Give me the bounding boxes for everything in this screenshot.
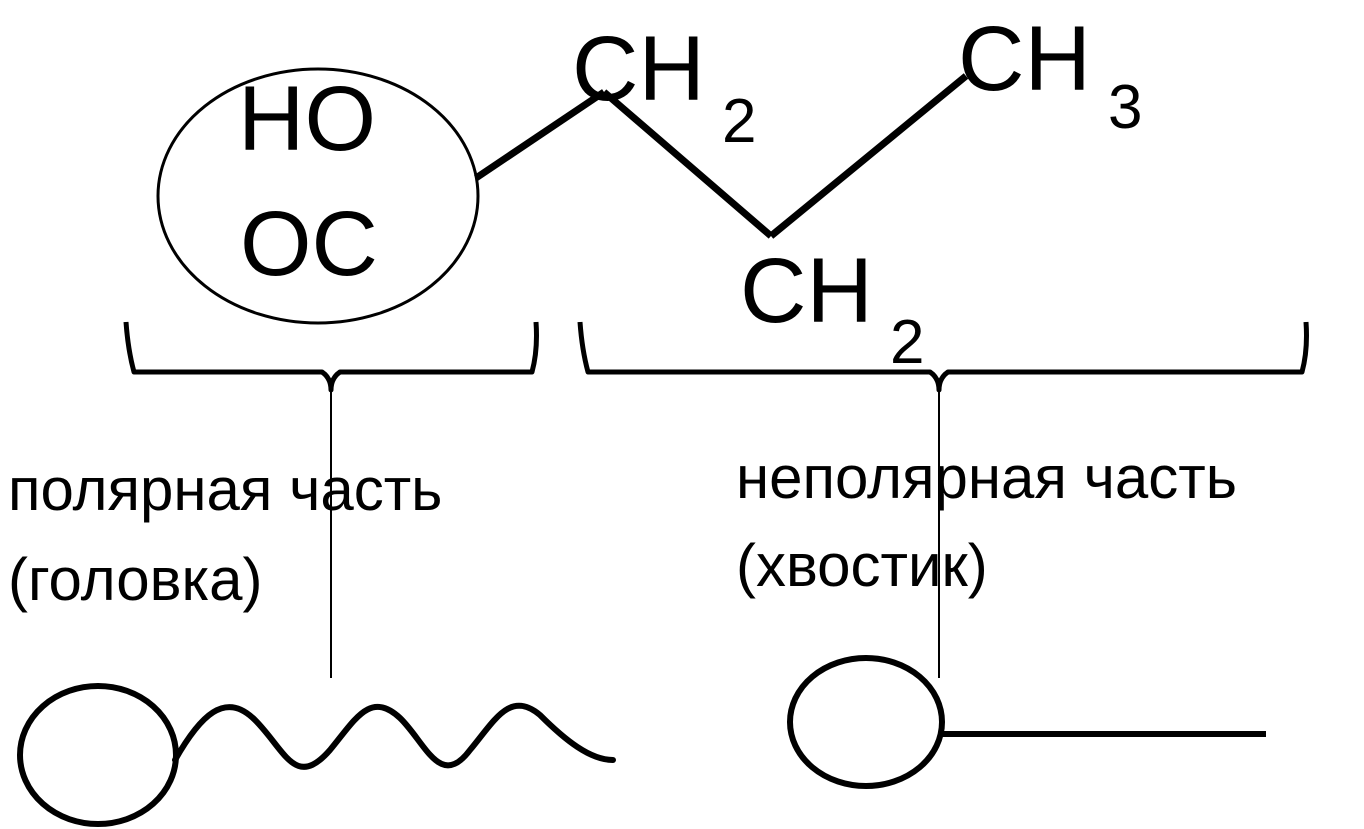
head-circle-wavy: [17, 683, 179, 827]
head-circle-straight: [787, 655, 945, 789]
polar-head-ellipse: [156, 67, 480, 325]
wavy-tail: [172, 702, 616, 770]
ch2-bottom-text: CH: [740, 240, 873, 342]
ch3-subscript: 3: [1108, 73, 1142, 142]
head-ho-text: HO: [238, 68, 376, 170]
ch2-top-subscript: 2: [722, 87, 756, 156]
ch2-bottom-subscript: 2: [890, 308, 924, 377]
head-oc-text: OC: [240, 193, 378, 295]
ch3-text: CH: [958, 8, 1091, 110]
bond-ch2-ch2: [601, 89, 774, 239]
polar-label-line1: полярная часть: [8, 456, 442, 523]
nonpolar-label-line2: (хвостик): [736, 532, 988, 599]
nonpolar-label-line1: неполярная часть: [736, 444, 1237, 511]
bond-head-ch2: [474, 89, 606, 181]
bond-ch2-ch3: [768, 73, 969, 239]
polar-bracket: [123, 321, 539, 393]
ch2-top-text: CH: [572, 18, 705, 120]
nonpolar-bracket: [577, 321, 1309, 393]
polar-label-line2: (головка): [8, 546, 262, 613]
